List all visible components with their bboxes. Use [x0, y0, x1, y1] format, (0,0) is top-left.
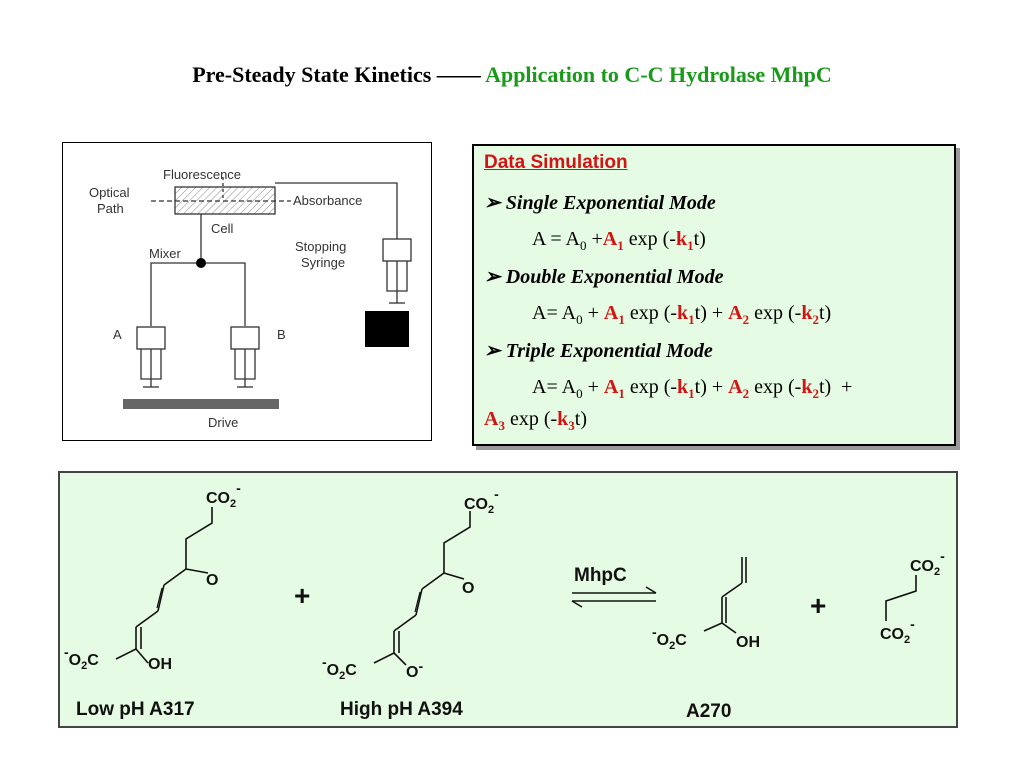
plus-sign-2: + [810, 590, 826, 621]
triple-equation: A= A0 + A1 exp (-k1t) + A2 exp (-k2t) + [532, 376, 853, 401]
single-equation: A = A0 +A1 exp (-k1t) [532, 228, 706, 253]
mode2-text: Double Exponential Mode [505, 266, 724, 288]
molecule-high-ph [373, 511, 471, 666]
drive-bar [123, 399, 279, 409]
bullet-icon: ➢ [484, 266, 501, 288]
reaction-panel: CO2- O -O2C OH CO2- O -O2C O- -O2C OH CO… [58, 471, 958, 728]
mixer-point [196, 258, 206, 268]
mixer-tubes [150, 262, 246, 326]
bullet-icon: ➢ [484, 340, 501, 362]
optical-path-label-2: Path [97, 201, 124, 216]
data-simulation-panel: Data Simulation ➢ Single Exponential Mod… [472, 144, 956, 446]
molecule-product [703, 557, 747, 634]
optical-path-label: Optical [89, 185, 130, 200]
syringe-b-label: B [277, 327, 286, 342]
plus-sign-1: + [294, 580, 310, 611]
label-low-ph: Low pH A317 [76, 699, 195, 720]
cell-label: Cell [211, 221, 234, 236]
triple-equation-cont: A3 exp (-k3t) [484, 408, 588, 433]
svg-text:OH: OH [148, 656, 172, 673]
double-mode-label: ➢ Double Exponential Mode [484, 264, 724, 289]
mixer-label: Mixer [149, 246, 181, 261]
molecule-succinate [885, 575, 917, 621]
syringe-a-label: A [113, 327, 122, 342]
mode1-text: Single Exponential Mode [505, 192, 716, 214]
stopping-syringe [382, 238, 412, 262]
svg-text:O-: O- [406, 658, 423, 681]
svg-text:CO2-: CO2- [464, 486, 499, 516]
svg-text:CO2-: CO2- [880, 616, 915, 646]
syringe-b [230, 326, 260, 350]
reaction-drawing: CO2- O -O2C OH CO2- O -O2C O- -O2C OH CO… [64, 480, 945, 722]
syringe-a [136, 326, 166, 350]
absorbance-label: Absorbance [293, 193, 362, 208]
stopping-tube [275, 182, 398, 239]
svg-text:-O2C: -O2C [652, 624, 687, 652]
enzyme-label: MhpC [574, 565, 627, 586]
svg-text:O: O [462, 580, 474, 597]
title-part2: Application to C-C Hydrolase MhpC [485, 62, 832, 87]
stopped-flow-diagram: Fluorescence Optical Path Absorbance Cel… [62, 142, 432, 441]
svg-text:-O2C: -O2C [64, 644, 99, 672]
title-part1: Pre-Steady State Kinetics —— [192, 62, 486, 87]
label-high-ph: High pH A394 [340, 699, 463, 720]
svg-text:CO2-: CO2- [910, 548, 945, 578]
apparatus-drawing: Fluorescence Optical Path Absorbance Cel… [89, 167, 412, 430]
drive-label: Drive [208, 415, 238, 430]
slide-title: Pre-Steady State Kinetics —— Application… [0, 62, 1024, 88]
svg-text:-O2C: -O2C [322, 654, 357, 682]
svg-text:O: O [206, 572, 218, 589]
single-mode-label: ➢ Single Exponential Mode [484, 190, 716, 215]
svg-text:OH: OH [736, 634, 760, 651]
triple-mode-label: ➢ Triple Exponential Mode [484, 338, 713, 363]
fluorescence-label: Fluorescence [163, 167, 241, 182]
stopping-label: Stopping [295, 239, 346, 254]
molecule-low-ph [115, 507, 213, 664]
svg-text:CO2-: CO2- [206, 480, 241, 510]
stop-block [365, 311, 409, 347]
double-equation: A= A0 + A1 exp (-k1t) + A2 exp (-k2t) [532, 302, 832, 327]
bullet-icon: ➢ [484, 192, 501, 214]
mode3-text: Triple Exponential Mode [505, 340, 713, 362]
syringe-label: Syringe [301, 255, 345, 270]
label-product: A270 [686, 701, 731, 722]
data-simulation-heading: Data Simulation [484, 152, 628, 173]
